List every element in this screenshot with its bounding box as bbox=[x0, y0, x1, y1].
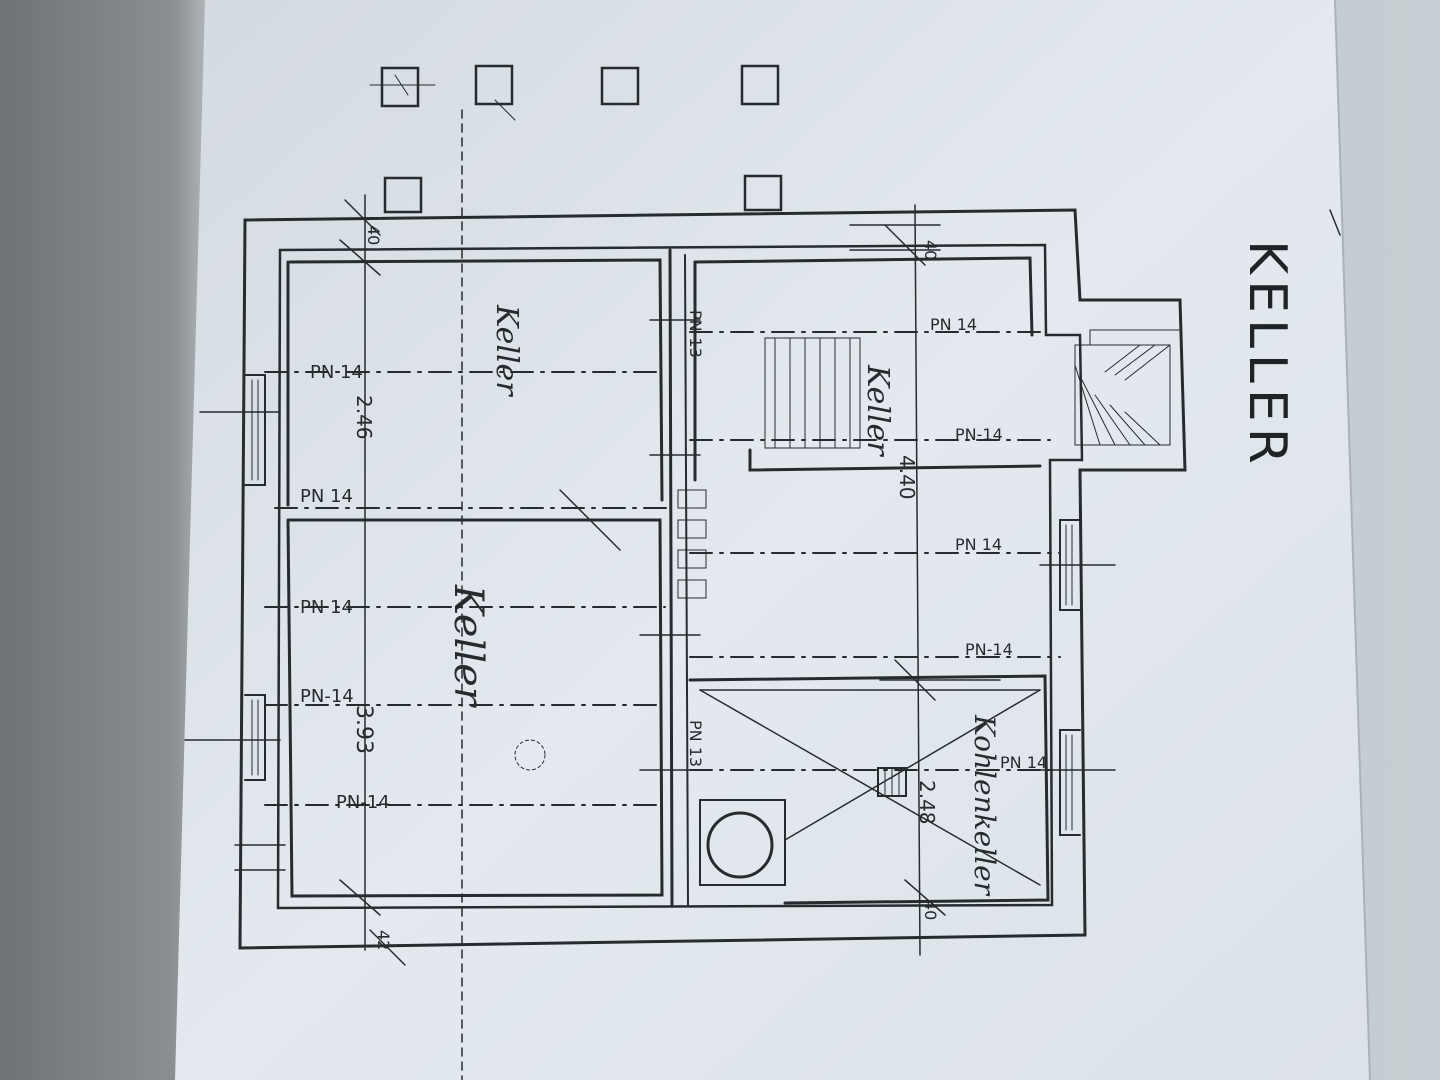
outer-wall bbox=[238, 208, 1187, 950]
pn-label: PN 14 bbox=[310, 362, 363, 383]
drawing-title: KELLER bbox=[1237, 240, 1297, 470]
pn-label: PN-13 bbox=[686, 310, 705, 358]
room-name: Kohlenkeller bbox=[968, 714, 1001, 897]
pn-label: PN-14 bbox=[955, 425, 1003, 444]
axis-lines bbox=[264, 331, 1061, 806]
pn-label: PN 13 bbox=[686, 720, 705, 767]
pn-label: PN 14 bbox=[300, 486, 353, 507]
pn-label: PN 14 bbox=[930, 315, 977, 334]
pn-label: PN 14 bbox=[955, 535, 1002, 554]
foundation-squares bbox=[369, 64, 783, 214]
room-size: 2.48 bbox=[915, 780, 939, 825]
dimension-label: 40 bbox=[364, 225, 383, 245]
dimension-label: 40 bbox=[921, 900, 940, 920]
room-size: 4.40 bbox=[895, 455, 919, 500]
room-name: Keller bbox=[445, 584, 491, 709]
pn-label: PN 14 bbox=[300, 597, 353, 618]
pn-label: PN-14 bbox=[965, 640, 1013, 659]
dimension-label: 40 bbox=[921, 240, 940, 260]
window-left-bottom bbox=[244, 694, 266, 781]
boiler-icon bbox=[706, 811, 774, 879]
inner-wall bbox=[276, 243, 1084, 910]
window-left-top bbox=[244, 374, 266, 486]
stair-flight bbox=[764, 337, 861, 449]
winding-stair bbox=[1074, 329, 1181, 446]
room-name: Keller bbox=[489, 304, 524, 397]
paper-sheet bbox=[175, 0, 1370, 1080]
window-right-bottom bbox=[1059, 729, 1081, 836]
room-name: Keller bbox=[860, 364, 895, 457]
pn-label: PN-14 bbox=[300, 686, 354, 707]
pn-label: PN-14 bbox=[336, 792, 390, 813]
floor-drain-icon bbox=[514, 739, 546, 771]
boiler-box bbox=[699, 799, 786, 886]
dimension-label: 42 bbox=[374, 930, 393, 950]
partition-wall bbox=[668, 248, 674, 907]
room-size: 3.93 bbox=[351, 705, 376, 754]
room-size: 2.46 bbox=[352, 395, 376, 440]
pn-label: PN 14 bbox=[1000, 753, 1047, 772]
